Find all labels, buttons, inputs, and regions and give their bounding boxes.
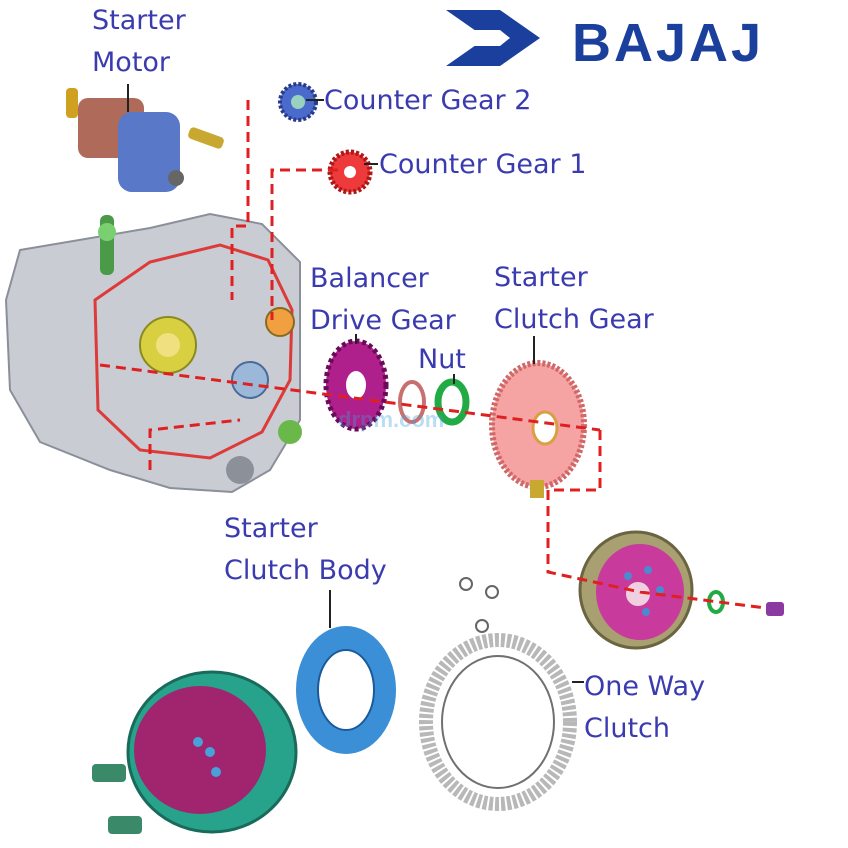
balancer-drive-gear-part	[323, 338, 389, 432]
engine-case	[4, 212, 302, 494]
label-starter-clutch-gear: Starter Clutch Gear	[494, 257, 654, 341]
label-starter-clutch-body: Starter Clutch Body	[224, 508, 387, 592]
starter-motor-part	[66, 88, 224, 192]
counter-gear-2-part	[278, 82, 318, 122]
nut-part	[434, 378, 470, 426]
label-line: One Way	[584, 671, 706, 702]
bajaj-logo-icon	[446, 10, 540, 66]
label-balancer-drive-gear: Balancer Drive Gear	[310, 258, 456, 342]
label-line: Motor	[92, 47, 171, 78]
label-line: Clutch Body	[224, 555, 387, 586]
one-way-clutch-part	[419, 633, 577, 811]
watermark: drpm.com	[338, 407, 445, 432]
brand-wordmark: BAJAJ	[572, 13, 765, 73]
label-one-way-clutch: One Way Clutch	[584, 666, 705, 750]
leader-lines	[127, 84, 584, 683]
label-starter-motor: Starter Motor	[92, 0, 186, 84]
label-line: Starter	[494, 262, 588, 293]
starter-clutch-gear-part	[489, 360, 587, 498]
rotor-housing-part	[126, 670, 298, 834]
label-line: Clutch Gear	[494, 304, 654, 335]
label-counter-gear-1: Counter Gear 1	[379, 149, 587, 180]
flywheel-part	[578, 530, 694, 650]
circlips-part	[459, 577, 499, 633]
label-line: Starter	[92, 5, 186, 36]
flywheel-bolt-part	[766, 602, 784, 616]
mounting-bolt-part	[108, 816, 142, 834]
label-line: Starter	[224, 513, 318, 544]
assembly-path-lines	[99, 100, 767, 610]
washer-part	[398, 380, 426, 424]
label-line: Balancer	[310, 263, 429, 294]
mounting-bolt-part	[92, 764, 126, 782]
counter-gear-1-part	[327, 149, 373, 195]
label-nut: Nut	[418, 344, 466, 375]
label-line: Clutch	[584, 713, 671, 744]
starter-clutch-body-part	[296, 626, 396, 754]
label-line: Drive Gear	[310, 305, 456, 336]
label-counter-gear-2: Counter Gear 2	[324, 85, 532, 116]
